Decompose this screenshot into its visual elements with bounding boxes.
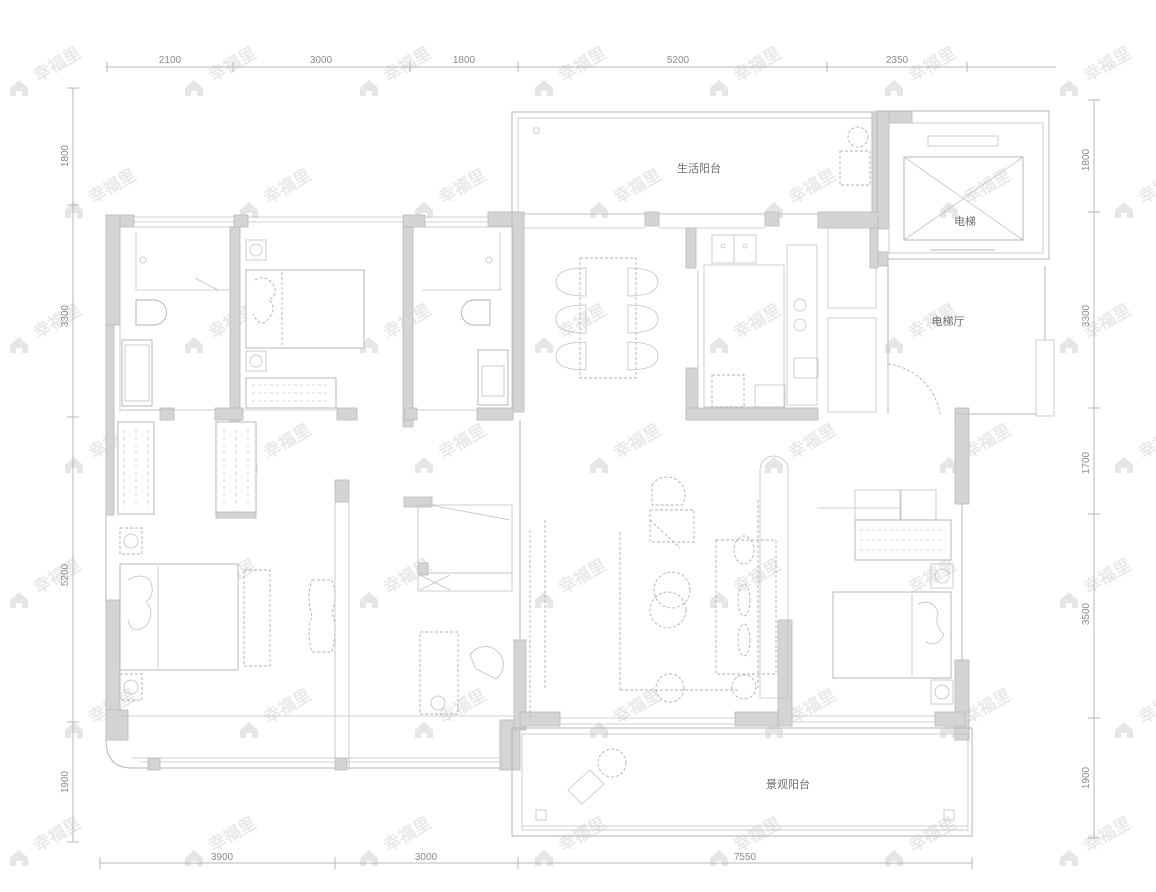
closet-right bbox=[215, 421, 257, 519]
svg-text:幸福里: 幸福里 bbox=[435, 165, 490, 209]
watermark-layer: 幸福里 幸福里 幸福里 幸福里 幸福里 幸福里 幸福里 幸福里 幸福里 幸福里 … bbox=[10, 43, 1156, 866]
svg-text:景观阳台: 景观阳台 bbox=[766, 777, 810, 791]
svg-text:幸福里: 幸福里 bbox=[260, 685, 315, 729]
svg-text:幸福里: 幸福里 bbox=[730, 43, 785, 87]
svg-text:幸福里: 幸福里 bbox=[205, 43, 260, 87]
elevator-core: 电梯 bbox=[876, 110, 1050, 260]
exterior-walls bbox=[105, 211, 970, 771]
svg-text:幸福里: 幸福里 bbox=[610, 165, 665, 209]
svg-text:幸福里: 幸福里 bbox=[435, 685, 490, 729]
svg-text:幸福里: 幸福里 bbox=[730, 300, 785, 344]
svg-text:3500: 3500 bbox=[1081, 602, 1092, 625]
svg-text:幸福里: 幸福里 bbox=[435, 420, 490, 464]
svg-text:1900: 1900 bbox=[60, 770, 71, 793]
svg-text:3000: 3000 bbox=[415, 852, 438, 863]
dimension-right: 1800 3300 1700 3500 1900 bbox=[1081, 99, 1100, 839]
svg-text:3000: 3000 bbox=[310, 55, 333, 66]
svg-text:幸福里: 幸福里 bbox=[905, 43, 960, 87]
dining-area bbox=[555, 257, 659, 379]
svg-text:生活阳台: 生活阳台 bbox=[677, 161, 721, 175]
svg-text:幸福里: 幸福里 bbox=[30, 813, 85, 857]
svg-text:幸福里: 幸福里 bbox=[380, 813, 435, 857]
svg-text:3300: 3300 bbox=[1081, 304, 1092, 327]
svg-text:幸福里: 幸福里 bbox=[30, 300, 85, 344]
svg-text:幸福里: 幸福里 bbox=[1135, 165, 1156, 209]
svg-text:幸福里: 幸福里 bbox=[905, 813, 960, 857]
svg-text:5200: 5200 bbox=[667, 55, 690, 66]
landscape-balcony: 景观阳台 bbox=[511, 727, 973, 837]
svg-text:幸福里: 幸福里 bbox=[260, 420, 315, 464]
dimension-top: 2100 3000 1800 5200 2350 bbox=[106, 55, 1056, 72]
dimension-left: 1800 3300 5200 1900 bbox=[60, 87, 79, 843]
svg-text:幸福里: 幸福里 bbox=[260, 165, 315, 209]
svg-text:幸福里: 幸福里 bbox=[1080, 43, 1135, 87]
kitchen bbox=[685, 227, 879, 421]
svg-text:3900: 3900 bbox=[211, 852, 234, 863]
dimension-bottom: 3900 3000 7550 bbox=[99, 852, 973, 869]
svg-text:幸福里: 幸福里 bbox=[1135, 685, 1156, 729]
bedroom-top bbox=[214, 226, 414, 428]
svg-text:7550: 7550 bbox=[734, 852, 757, 863]
elevator-lobby: 电梯厅 bbox=[871, 251, 1055, 423]
svg-text:幸福里: 幸福里 bbox=[555, 300, 610, 344]
svg-text:幸福里: 幸福里 bbox=[85, 165, 140, 209]
svg-text:1800: 1800 bbox=[1081, 148, 1092, 171]
svg-text:幸福里: 幸福里 bbox=[380, 43, 435, 87]
svg-text:1900: 1900 bbox=[1081, 766, 1092, 789]
svg-text:1800: 1800 bbox=[60, 144, 71, 167]
svg-text:幸福里: 幸福里 bbox=[785, 420, 840, 464]
bathroom-left bbox=[119, 226, 241, 428]
svg-text:幸福里: 幸福里 bbox=[730, 813, 785, 857]
svg-text:1800: 1800 bbox=[453, 55, 476, 66]
svg-text:幸福里: 幸福里 bbox=[30, 43, 85, 87]
svg-text:电梯厅: 电梯厅 bbox=[932, 315, 965, 328]
svg-text:1700: 1700 bbox=[1081, 451, 1092, 474]
svg-text:幸福里: 幸福里 bbox=[1080, 555, 1135, 599]
bedroom-right bbox=[817, 489, 954, 705]
svg-text:幸福里: 幸福里 bbox=[30, 555, 85, 599]
svg-text:幸福里: 幸福里 bbox=[785, 165, 840, 209]
svg-text:电梯: 电梯 bbox=[954, 215, 976, 228]
closet-left bbox=[117, 421, 155, 515]
svg-text:幸福里: 幸福里 bbox=[1080, 813, 1135, 857]
svg-text:幸福里: 幸福里 bbox=[205, 813, 260, 857]
svg-text:幸福里: 幸福里 bbox=[1135, 420, 1156, 464]
svg-text:幸福里: 幸福里 bbox=[555, 813, 610, 857]
living-room bbox=[529, 455, 789, 720]
svg-text:幸福里: 幸福里 bbox=[555, 43, 610, 87]
svg-text:5200: 5200 bbox=[60, 563, 71, 586]
master-bedroom bbox=[119, 527, 336, 701]
bathroom-middle bbox=[404, 226, 514, 421]
svg-text:幸福里: 幸福里 bbox=[610, 420, 665, 464]
study bbox=[334, 479, 513, 770]
svg-text:2100: 2100 bbox=[159, 55, 182, 66]
svg-text:幸福里: 幸福里 bbox=[555, 555, 610, 599]
svg-text:幸福里: 幸福里 bbox=[380, 555, 435, 599]
svg-text:3300: 3300 bbox=[60, 304, 71, 327]
svg-text:2350: 2350 bbox=[886, 55, 909, 66]
